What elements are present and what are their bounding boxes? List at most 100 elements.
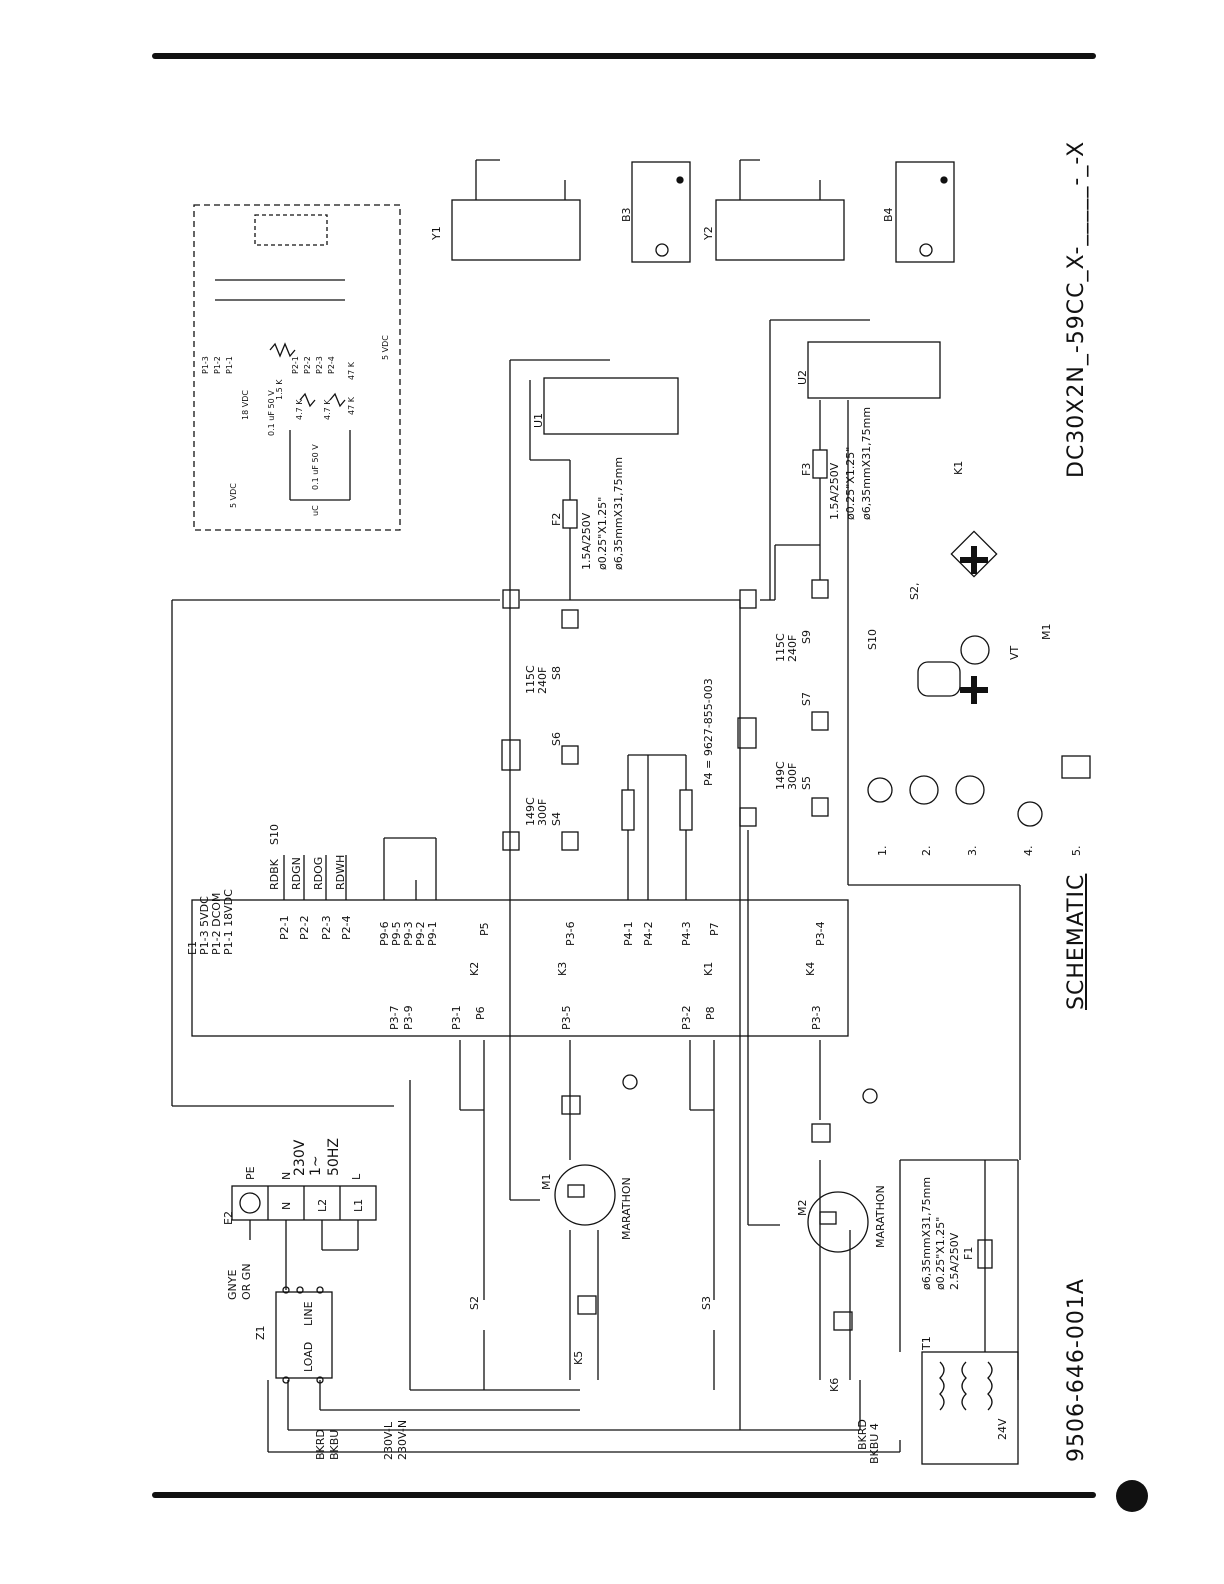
pin-p2-2: P2-2 <box>298 915 311 940</box>
terminal-l2: L2 <box>316 1199 329 1212</box>
valve-y1 <box>451 199 581 261</box>
supply-voltage: 230V <box>292 1139 308 1176</box>
inset-p2-1: P2-1 <box>291 356 300 374</box>
supply-pe: PE <box>244 1166 257 1180</box>
sensor-b3 <box>631 161 691 263</box>
label-e1: E1 <box>186 941 199 955</box>
bottom-230v-l: 230V-L <box>382 1421 395 1460</box>
sensor-b4 <box>895 161 955 263</box>
pin-p7: P7 <box>708 922 721 936</box>
s5-label: S5 <box>800 776 813 790</box>
pin-p6: P6 <box>474 1006 487 1020</box>
pin-p2-4: P2-4 <box>340 915 353 940</box>
pin-p2-3: P2-3 <box>320 915 333 940</box>
legend-s10: S10 <box>866 629 879 650</box>
relay-k4: K4 <box>804 962 817 976</box>
pin-p3-1: P3-1 <box>450 1005 463 1030</box>
sensor-module-u2 <box>807 341 941 399</box>
s5-temp-f: 300F <box>786 763 799 790</box>
label-b4: B4 <box>882 207 895 222</box>
s4-temp-c: 149C <box>524 797 537 826</box>
transformer-t1 <box>921 1351 1019 1465</box>
f3-size-in: ø0.25"X1.25" <box>844 447 857 520</box>
pin-p3-2: P3-2 <box>680 1005 693 1030</box>
bottom-bkrd: BKRD <box>314 1429 327 1460</box>
inset-5vdc: 5 VDC <box>229 483 238 508</box>
inset-r-4.7k-b: 4.7 K <box>323 399 332 420</box>
s9-label: S9 <box>800 630 813 644</box>
wire-rdog: RDOG <box>312 857 325 890</box>
s10-label: S10 <box>268 824 281 845</box>
pin-p4-2: P4-2 <box>642 921 655 946</box>
pin-p3-5: P3-5 <box>560 1005 573 1030</box>
s9-temp-f: 240F <box>786 635 799 662</box>
label-m1: M1 <box>540 1174 553 1191</box>
inset-r-47k-b: 47 K <box>347 396 356 415</box>
bottom-bkbu: BKBU <box>328 1430 341 1460</box>
pin-p3-4: P3-4 <box>814 921 827 946</box>
pin-p1-1: P1-1 18VDC <box>222 889 235 955</box>
s7-label: S7 <box>800 692 813 706</box>
f3-rating: 1.5A/250V <box>828 462 841 520</box>
pin-p5: P5 <box>478 922 491 936</box>
page-marker-dot <box>1116 1480 1148 1512</box>
pin-p3-7: P3-7 <box>388 1005 401 1030</box>
label-k6: K6 <box>828 1378 841 1392</box>
legend-4-num: 4. <box>1022 846 1035 857</box>
pin-p9-3: P9-3 <box>402 921 415 946</box>
inset-cap-a: 0.1 uF 50 V <box>267 390 276 436</box>
supply-l: L <box>350 1173 363 1180</box>
f3-size-mm: ø6,35mmX31,75mm <box>860 407 873 520</box>
inset-uc: uC <box>311 505 320 516</box>
legend-2-num: 2. <box>920 846 933 857</box>
inset-p1-2: P1-2 <box>213 356 222 374</box>
s8-temp-c: 115C <box>524 665 537 694</box>
supply-n: N <box>280 1172 293 1180</box>
sensor-module-u1 <box>543 377 679 435</box>
inset-r-1.5k: 1.5 K <box>275 379 284 400</box>
inset-r-4.7k-a: 4.7 K <box>295 399 304 420</box>
inset-p2-4: P2-4 <box>327 356 336 374</box>
label-u1: U1 <box>532 413 545 428</box>
legend-vt: VT <box>1008 645 1021 660</box>
inset-18vdc: 18 VDC <box>241 390 250 420</box>
pin-p4-1: P4-1 <box>622 921 635 946</box>
inset-p2-3: P2-3 <box>315 356 324 374</box>
f1-label: F1 <box>962 1247 975 1260</box>
supply-phase: 1~ <box>308 1155 324 1176</box>
inset-cap-b: 0.1 uF 50 V <box>311 444 320 490</box>
legend-5-num: 5. <box>1070 846 1083 857</box>
pin-p9-2: P9-2 <box>414 921 427 946</box>
legend-1-num: 1. <box>876 846 889 857</box>
f2-size-in: ø0.25"X1.25" <box>596 497 609 570</box>
valve-y2 <box>715 199 845 261</box>
label-b3: B3 <box>620 207 633 222</box>
f1-size-mm: ø6,35mmX31,75mm <box>920 1177 933 1290</box>
relay-k3: K3 <box>556 962 569 976</box>
label-k5: K5 <box>572 1351 585 1365</box>
f2-size-mm: ø6,35mmX31,75mm <box>612 457 625 570</box>
f2-rating: 1.5A/250V <box>580 512 593 570</box>
relay-k1: K1 <box>702 962 715 976</box>
supply-frequency: 50HZ <box>326 1138 342 1176</box>
probe-part-number: P4 = 9627-855-003 <box>702 678 715 786</box>
legend-k1: K1 <box>952 461 965 475</box>
pin-p9-6: P9-6 <box>378 921 391 946</box>
inset-p1-3: P1-3 <box>201 356 210 374</box>
pin-p3-3: P3-3 <box>810 1005 823 1030</box>
inset-box <box>193 204 401 531</box>
filter-load: LOAD <box>302 1342 315 1372</box>
legend-m1: M1 <box>1040 624 1053 641</box>
s8-label: S8 <box>550 666 563 680</box>
f1-rating: 2.5A/250V <box>948 1232 961 1290</box>
label-y1: Y1 <box>430 226 443 241</box>
filter-or-gn: OR GN <box>240 1263 253 1300</box>
s9-temp-c: 115C <box>774 633 787 662</box>
wire-rdbk: RDBK <box>268 858 281 890</box>
s3-label: S3 <box>700 1296 713 1310</box>
relay-k2: K2 <box>468 962 481 976</box>
wire-rdgn: RDGN <box>290 857 303 890</box>
label-e2: E2 <box>222 1211 235 1225</box>
